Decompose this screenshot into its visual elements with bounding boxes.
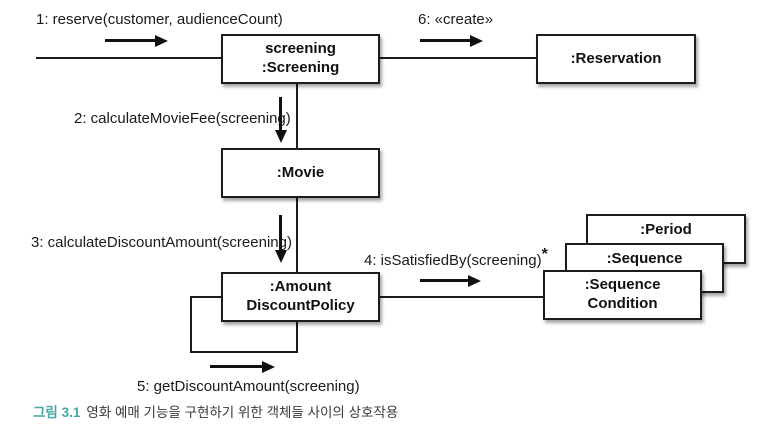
message-6-label: 6: «create» xyxy=(418,11,494,28)
object-name-label: :Reservation xyxy=(570,49,662,67)
object-name-label: DiscountPolicy xyxy=(246,297,355,314)
message-4-label: 4: isSatisfiedBy(screening)* xyxy=(364,246,548,269)
object-name-label: :Period xyxy=(640,221,692,238)
message-5-label: 5: getDiscountAmount(screening) xyxy=(137,378,360,395)
message-4-arrow-right-icon xyxy=(420,279,469,282)
object-box-amount-discount-policy: :Amount DiscountPolicy xyxy=(221,272,380,322)
iteration-star: * xyxy=(541,246,548,263)
message-3-label: 3: calculateDiscountAmount(screening) xyxy=(31,234,292,251)
message-5-arrow-right-icon xyxy=(210,365,263,368)
object-box-movie: :Movie xyxy=(221,148,380,198)
message-2-label: 2: calculateMovieFee(screening) xyxy=(74,110,291,127)
object-box-reservation: :Reservation xyxy=(536,34,696,84)
link-screening-to-movie xyxy=(296,84,298,148)
object-name-label: :Sequence xyxy=(606,250,683,267)
link-discountpolicy-to-condition xyxy=(379,296,544,298)
object-name-label: :Sequence xyxy=(584,276,661,294)
figure-caption-text: 영화 예매 기능을 구현하기 위한 객체들 사이의 상호작용 xyxy=(86,405,399,420)
message-2-arrow-down-icon xyxy=(279,97,282,131)
object-box-sequence-condition: :Sequence Condition xyxy=(543,270,702,320)
object-name-label: :Screening xyxy=(261,59,340,76)
message-1-label: 1: reserve(customer, audienceCount) xyxy=(36,11,283,28)
link-screening-to-reservation xyxy=(380,57,537,59)
object-role-label: screening xyxy=(265,40,336,58)
object-name-label: Condition xyxy=(587,295,658,312)
figure-caption: 그림 3.1 영화 예매 기능을 구현하기 위한 객체들 사이의 상호작용 xyxy=(33,401,398,421)
message-3-arrow-down-icon xyxy=(279,215,282,251)
message-6-arrow-right-icon xyxy=(420,39,471,42)
object-box-screening: screening :Screening xyxy=(221,34,380,84)
link-movie-to-discountpolicy xyxy=(296,198,298,272)
link-actor-to-screening xyxy=(36,57,221,59)
figure-number: 그림 3.1 xyxy=(33,405,81,420)
message-1-arrow-right-icon xyxy=(105,39,156,42)
object-name-label: :Movie xyxy=(276,163,325,181)
object-name-label: :Amount xyxy=(269,278,332,296)
